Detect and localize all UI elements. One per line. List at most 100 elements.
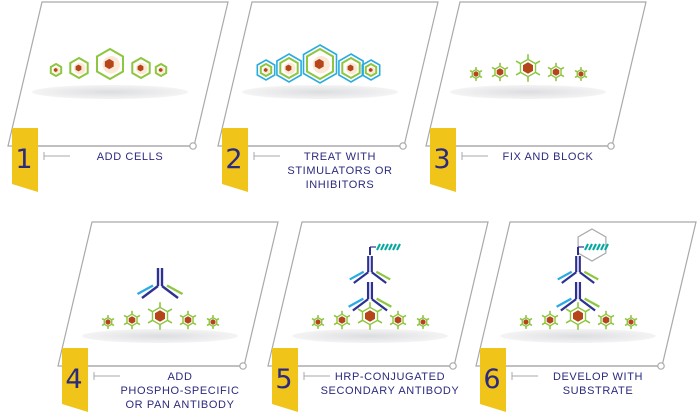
fixed-cell (389, 310, 407, 330)
nucleus (368, 68, 373, 72)
step-label-line: ADD CELLS (97, 151, 164, 163)
hrp-stripe (588, 243, 593, 251)
step-number: 4 (65, 364, 82, 395)
step-label-line: HRP-CONJUGATED (335, 371, 445, 383)
hrp-stripe (584, 243, 589, 251)
antibody-light-chain (349, 270, 365, 281)
fixed-cell (357, 302, 383, 330)
hex-cell (276, 53, 302, 83)
connector-end (657, 362, 665, 370)
step-label-line: INHIBITORS (306, 179, 375, 191)
connector-end (399, 142, 407, 150)
hrp-stripe (392, 243, 397, 251)
step-label-line: FIX AND BLOCK (503, 151, 594, 163)
fixed-cell (574, 67, 588, 81)
fixed-cell (469, 67, 483, 81)
step-number: 1 (15, 144, 32, 175)
step-label-line: TREAT WITH (304, 151, 376, 163)
fixed-cell (206, 315, 220, 329)
antibody (348, 282, 392, 312)
step-label-line: STIMULATORS OR (287, 165, 392, 177)
step-badge (430, 128, 456, 192)
nucleus (602, 316, 610, 324)
fixed-cell (416, 315, 430, 329)
step-number: 6 (483, 364, 500, 395)
fixed-cell (147, 302, 173, 330)
fixed-cell (565, 302, 591, 330)
connector-end (607, 142, 615, 150)
antibody-arm (579, 271, 595, 284)
nucleus (496, 68, 504, 76)
hex-cell (302, 44, 338, 84)
fixed-cell (541, 310, 559, 330)
stimulator-ring (256, 59, 276, 81)
nucleus (263, 68, 268, 72)
hex-cell (131, 56, 151, 80)
antibody-arm (371, 271, 387, 284)
step-badge (12, 128, 38, 192)
antibody-arm (353, 271, 369, 284)
nucleus (523, 319, 529, 325)
antibody-light-chain (584, 297, 600, 308)
nucleus (365, 310, 375, 322)
stimulator-ring (338, 53, 364, 83)
step-label-line: DEVELOP WITH (553, 371, 643, 383)
nucleus (105, 319, 111, 325)
hex-cell (361, 59, 381, 81)
nucleus (75, 64, 82, 72)
antibody-light-chain (136, 284, 154, 296)
hrp-enzyme (369, 243, 401, 255)
panel-frame (425, 1, 647, 147)
antibody (557, 256, 599, 284)
hrp-stripe (592, 243, 597, 251)
antibody-arm (141, 285, 159, 299)
nucleus (552, 68, 560, 76)
connector-end (449, 362, 457, 370)
nucleus (420, 319, 426, 325)
nucleus (184, 316, 192, 324)
fixed-cell (179, 310, 197, 330)
dish-shadow (82, 329, 238, 343)
nucleus (628, 319, 634, 325)
hex-cell (338, 53, 364, 83)
nucleus (314, 58, 324, 70)
step-badge (62, 348, 88, 412)
nucleus (347, 64, 354, 72)
stimulator-ring (361, 59, 381, 81)
dish-shadow (500, 329, 656, 343)
nucleus (473, 71, 479, 77)
hex-cell (154, 62, 168, 78)
hrp-stripe (596, 243, 601, 251)
hrp-stripe (396, 243, 401, 251)
antibody-light-chain (166, 284, 184, 296)
connector-end (239, 362, 247, 370)
antibody-arm (560, 298, 577, 312)
antibody (136, 268, 184, 299)
hrp-enzyme (577, 228, 609, 262)
step-badge (480, 348, 506, 412)
fixed-cell (101, 315, 115, 329)
nucleus (523, 62, 533, 74)
fixed-cell (597, 310, 615, 330)
dish-shadow (242, 85, 398, 99)
stimulator-ring (276, 53, 302, 83)
connector-end (189, 142, 197, 150)
panel-frame (57, 221, 279, 367)
nucleus (573, 310, 583, 322)
hrp-stripe (380, 243, 385, 251)
nucleus (128, 316, 136, 324)
nucleus (155, 310, 165, 322)
nucleus (394, 316, 402, 324)
antibody (349, 256, 391, 284)
step-label: FIX AND BLOCK (503, 151, 594, 163)
hex-cell (69, 56, 89, 80)
nucleus (104, 58, 114, 70)
hrp-stripe (376, 243, 381, 251)
step-number: 3 (433, 144, 450, 175)
